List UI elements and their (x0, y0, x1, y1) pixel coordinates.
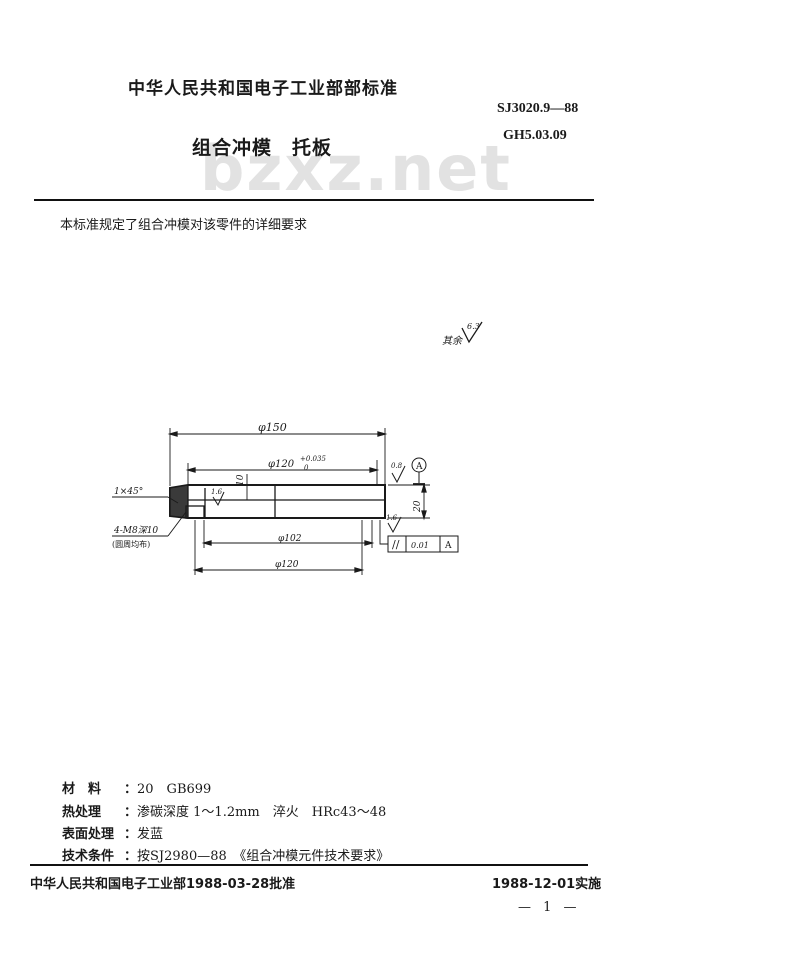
page-number: — 1 — (518, 900, 581, 915)
issuing-organization: 中华人民共和国电子工业部部标准 (128, 79, 398, 99)
spec-label: 技术条件 (62, 849, 115, 864)
tolerance-symbol: // (392, 538, 400, 551)
spec-separator: ： (124, 849, 138, 864)
dim-overall-diameter: φ150 (258, 421, 287, 434)
part-code: GH5.03.09 (503, 128, 567, 143)
chamfer-note: 1×45° (114, 487, 143, 497)
spec-value: 发蓝 (137, 827, 164, 842)
dim-hole-circle: φ102 (278, 534, 302, 544)
tolerance-datum: A (444, 541, 452, 551)
roughness-recess-value: 1.6 (211, 488, 223, 496)
roughness-top-value: 0.8 (391, 462, 403, 470)
spec-value: 按SJ2980—88 《组合冲模元件技术要求》 (137, 849, 390, 864)
spec-separator: ： (124, 782, 138, 797)
dim-recess-tolerance-upper: +0.035 (300, 455, 326, 463)
dim-bottom-diameter: φ120 (275, 560, 299, 570)
spec-separator: ： (124, 827, 138, 842)
intro-text: 本标准规定了组合冲模对该零件的详细要求 (60, 218, 308, 233)
spec-label: 表面处理 (62, 827, 115, 842)
roughness-value: 6.3 (467, 322, 480, 331)
spec-label: 材 料 (62, 782, 102, 797)
spec-material: 材 料 ：20 GB699 (62, 778, 211, 797)
spec-label: 热处理 (62, 805, 102, 820)
header-rule (34, 199, 594, 201)
implementation-date: 1988-12-01实施 (492, 877, 602, 892)
standard-code: SJ3020.9—88 (497, 101, 579, 116)
tolerance-value: 0.01 (411, 541, 429, 550)
spec-value: 渗碳深度 1～1.2mm 淬火 HRc43～48 (137, 805, 387, 820)
roughness-bottom-value: 1.6 (386, 514, 398, 522)
spec-heat-treatment: 热处理 ：渗碳深度 1～1.2mm 淬火 HRc43～48 (62, 801, 386, 820)
document-title: 组合冲模 托板 (192, 137, 333, 159)
dim-recess-diameter: φ120 (268, 459, 295, 470)
watermark: bzxz.net (200, 132, 512, 205)
thread-note-sub: (圆周均布) (112, 539, 150, 549)
dim-recess-depth: 10 (236, 474, 246, 486)
roughness-note: 其余 (442, 335, 464, 347)
thread-note: 4-M8深10 (113, 525, 158, 536)
spec-value: 20 GB699 (137, 782, 212, 797)
approval-note: 中华人民共和国电子工业部1988-03-28批准 (30, 877, 296, 892)
dim-thickness: 20 (413, 500, 423, 513)
datum-label: A (415, 462, 423, 472)
dim-recess-tolerance-lower: 0 (304, 464, 309, 472)
spec-separator: ： (124, 805, 138, 820)
spec-technical-conditions: 技术条件 ：按SJ2980—88 《组合冲模元件技术要求》 (62, 845, 389, 864)
spec-surface-treatment: 表面处理 ：发蓝 (62, 823, 163, 842)
footer-rule (30, 864, 588, 866)
